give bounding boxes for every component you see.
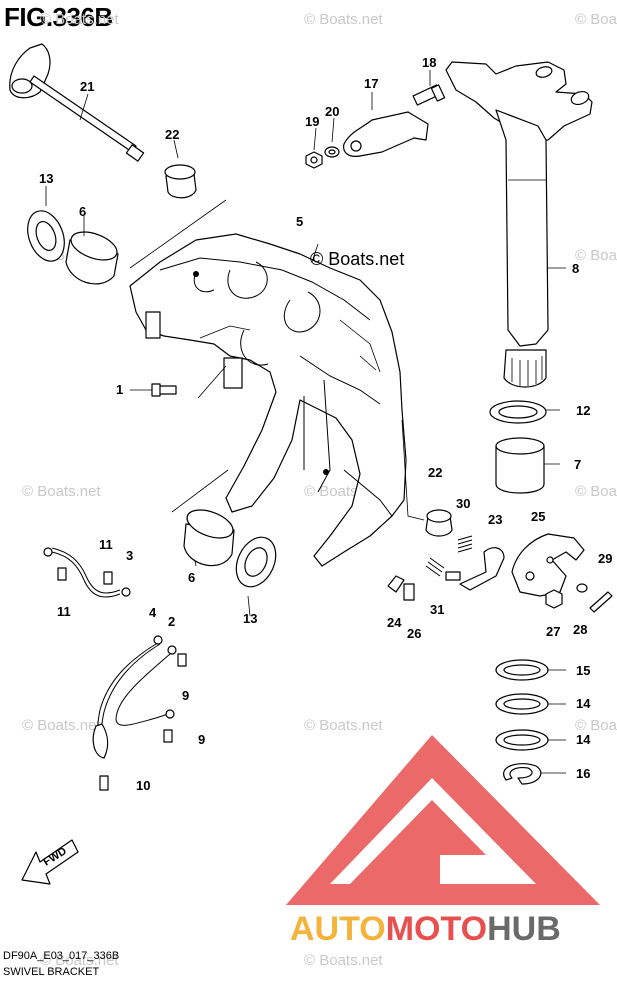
- part-8-steering-shaft: [445, 61, 593, 388]
- part-6-bushing-lower: [183, 509, 235, 567]
- callout-label: 12: [576, 403, 590, 418]
- part-2-ground-lead: [115, 645, 177, 726]
- callout-label: 5: [296, 214, 303, 229]
- callout-label: 11: [57, 604, 71, 619]
- part-4-ground-lead: [92, 635, 163, 759]
- part-27-nut: [545, 589, 563, 609]
- callout-label: 13: [39, 171, 53, 186]
- part-29-pin: [589, 591, 613, 613]
- callouts: 1 2 3 4 5 6 6 7 8 9 9 10 11 11 12 13 13 …: [39, 55, 612, 793]
- callout-label: 29: [598, 551, 612, 566]
- callout-label: 10: [136, 778, 150, 793]
- callout-label: 9: [182, 688, 189, 703]
- watermark: © Boats.net: [575, 247, 617, 264]
- callout-label: 26: [407, 626, 421, 641]
- diagram-code: DF90A_E03_017_336B: [3, 950, 120, 962]
- part-21-shaft: [9, 43, 145, 162]
- part-7-bushing: [495, 437, 545, 494]
- callout-label: 22: [428, 465, 442, 480]
- part-20-washer: [324, 146, 340, 158]
- callout-label: 18: [422, 55, 436, 70]
- part-3-ground-lead: [43, 547, 131, 598]
- part-19-nut: [305, 151, 323, 169]
- watermark: © Boats.net: [304, 717, 383, 734]
- watermark: © Boats.net: [304, 11, 383, 28]
- part-13-washer-lower: [235, 536, 277, 588]
- callout-label: 28: [573, 622, 587, 637]
- callout-label: 7: [574, 457, 581, 472]
- part-23-pin: [459, 547, 505, 591]
- part-16-circlip: [503, 763, 542, 785]
- part-14-washer-2: [495, 729, 549, 751]
- brand-logo-text: AUTOMOTOHUB: [290, 910, 561, 948]
- callout-label: 8: [572, 261, 579, 276]
- callout-label: 21: [80, 79, 94, 94]
- callout-label: 14: [576, 732, 591, 747]
- callout-label: 27: [546, 624, 560, 639]
- callout-label: 22: [165, 127, 179, 142]
- watermark: © Boats.net: [22, 483, 101, 500]
- figure-title: FIG.336B: [4, 2, 113, 32]
- part-18-bolt: [412, 84, 446, 106]
- part-22-bushing: [164, 164, 197, 199]
- callout-label: 24: [387, 615, 402, 630]
- callout-label: 4: [149, 605, 157, 620]
- part-17-plate: [343, 111, 429, 157]
- callout-label: 31: [430, 602, 444, 617]
- callout-label: 3: [126, 548, 133, 563]
- fwd-arrow-icon: FWD: [21, 839, 79, 885]
- leader-lines: [45, 70, 566, 774]
- callout-label: 1: [116, 382, 123, 397]
- watermark: © Boats.net: [575, 483, 617, 500]
- callout-label: 2: [168, 614, 175, 629]
- part-11-bolt: [57, 567, 113, 585]
- diagram-name: SWIVEL BRACKET: [3, 966, 100, 978]
- logo-triangle-icon: [286, 735, 600, 905]
- watermark: © Boats.net: [40, 11, 119, 28]
- callout-label: 15: [576, 663, 590, 678]
- watermark: © Boats.net: [304, 952, 383, 969]
- brand-logo: AUTOMOTOHUB: [286, 735, 600, 948]
- part-30-spring: [457, 535, 473, 553]
- part-26-screw: [403, 583, 415, 601]
- part-13-washer: [27, 210, 65, 262]
- callout-label: 25: [531, 509, 545, 524]
- callout-label: 20: [325, 104, 339, 119]
- part-31-spring: [425, 557, 461, 581]
- part-25-lever: [511, 533, 585, 597]
- part-1-bolt: [151, 383, 177, 397]
- callout-label: 23: [488, 512, 502, 527]
- part-12-ring: [489, 400, 547, 424]
- part-28-washer: [576, 583, 588, 593]
- brand-logo-part3: HUB: [487, 910, 561, 948]
- watermark: © Boats.net: [575, 11, 617, 28]
- callout-label: 13: [243, 611, 257, 626]
- callout-label: 6: [79, 204, 86, 219]
- watermark: © Boats.net: [22, 717, 101, 734]
- watermark: © Boats.net: [575, 717, 617, 734]
- callout-label: 6: [188, 570, 195, 585]
- callout-label: 9: [198, 732, 205, 747]
- callout-label: 16: [576, 766, 590, 781]
- part-14-washer: [495, 693, 549, 715]
- part-24-clip: [387, 575, 405, 593]
- brand-logo-part1: AUTO: [290, 910, 386, 948]
- callout-label: 30: [456, 496, 470, 511]
- callout-label: 14: [576, 696, 591, 711]
- part-15-ring: [495, 659, 549, 681]
- copyright-label: © Boats.net: [310, 249, 404, 269]
- callout-label: 17: [364, 76, 378, 91]
- part-22-bushing-lower: [425, 509, 453, 537]
- callout-label: 11: [99, 537, 113, 552]
- part-6-bushing: [65, 231, 119, 285]
- watermark: © Boats.net: [40, 952, 119, 969]
- brand-logo-part2: MOTO: [386, 910, 487, 948]
- part-10-bolt: [99, 775, 109, 791]
- part-5-swivel-bracket: [129, 233, 407, 567]
- callout-label: 19: [305, 114, 319, 129]
- part-9-bolt: [163, 653, 187, 743]
